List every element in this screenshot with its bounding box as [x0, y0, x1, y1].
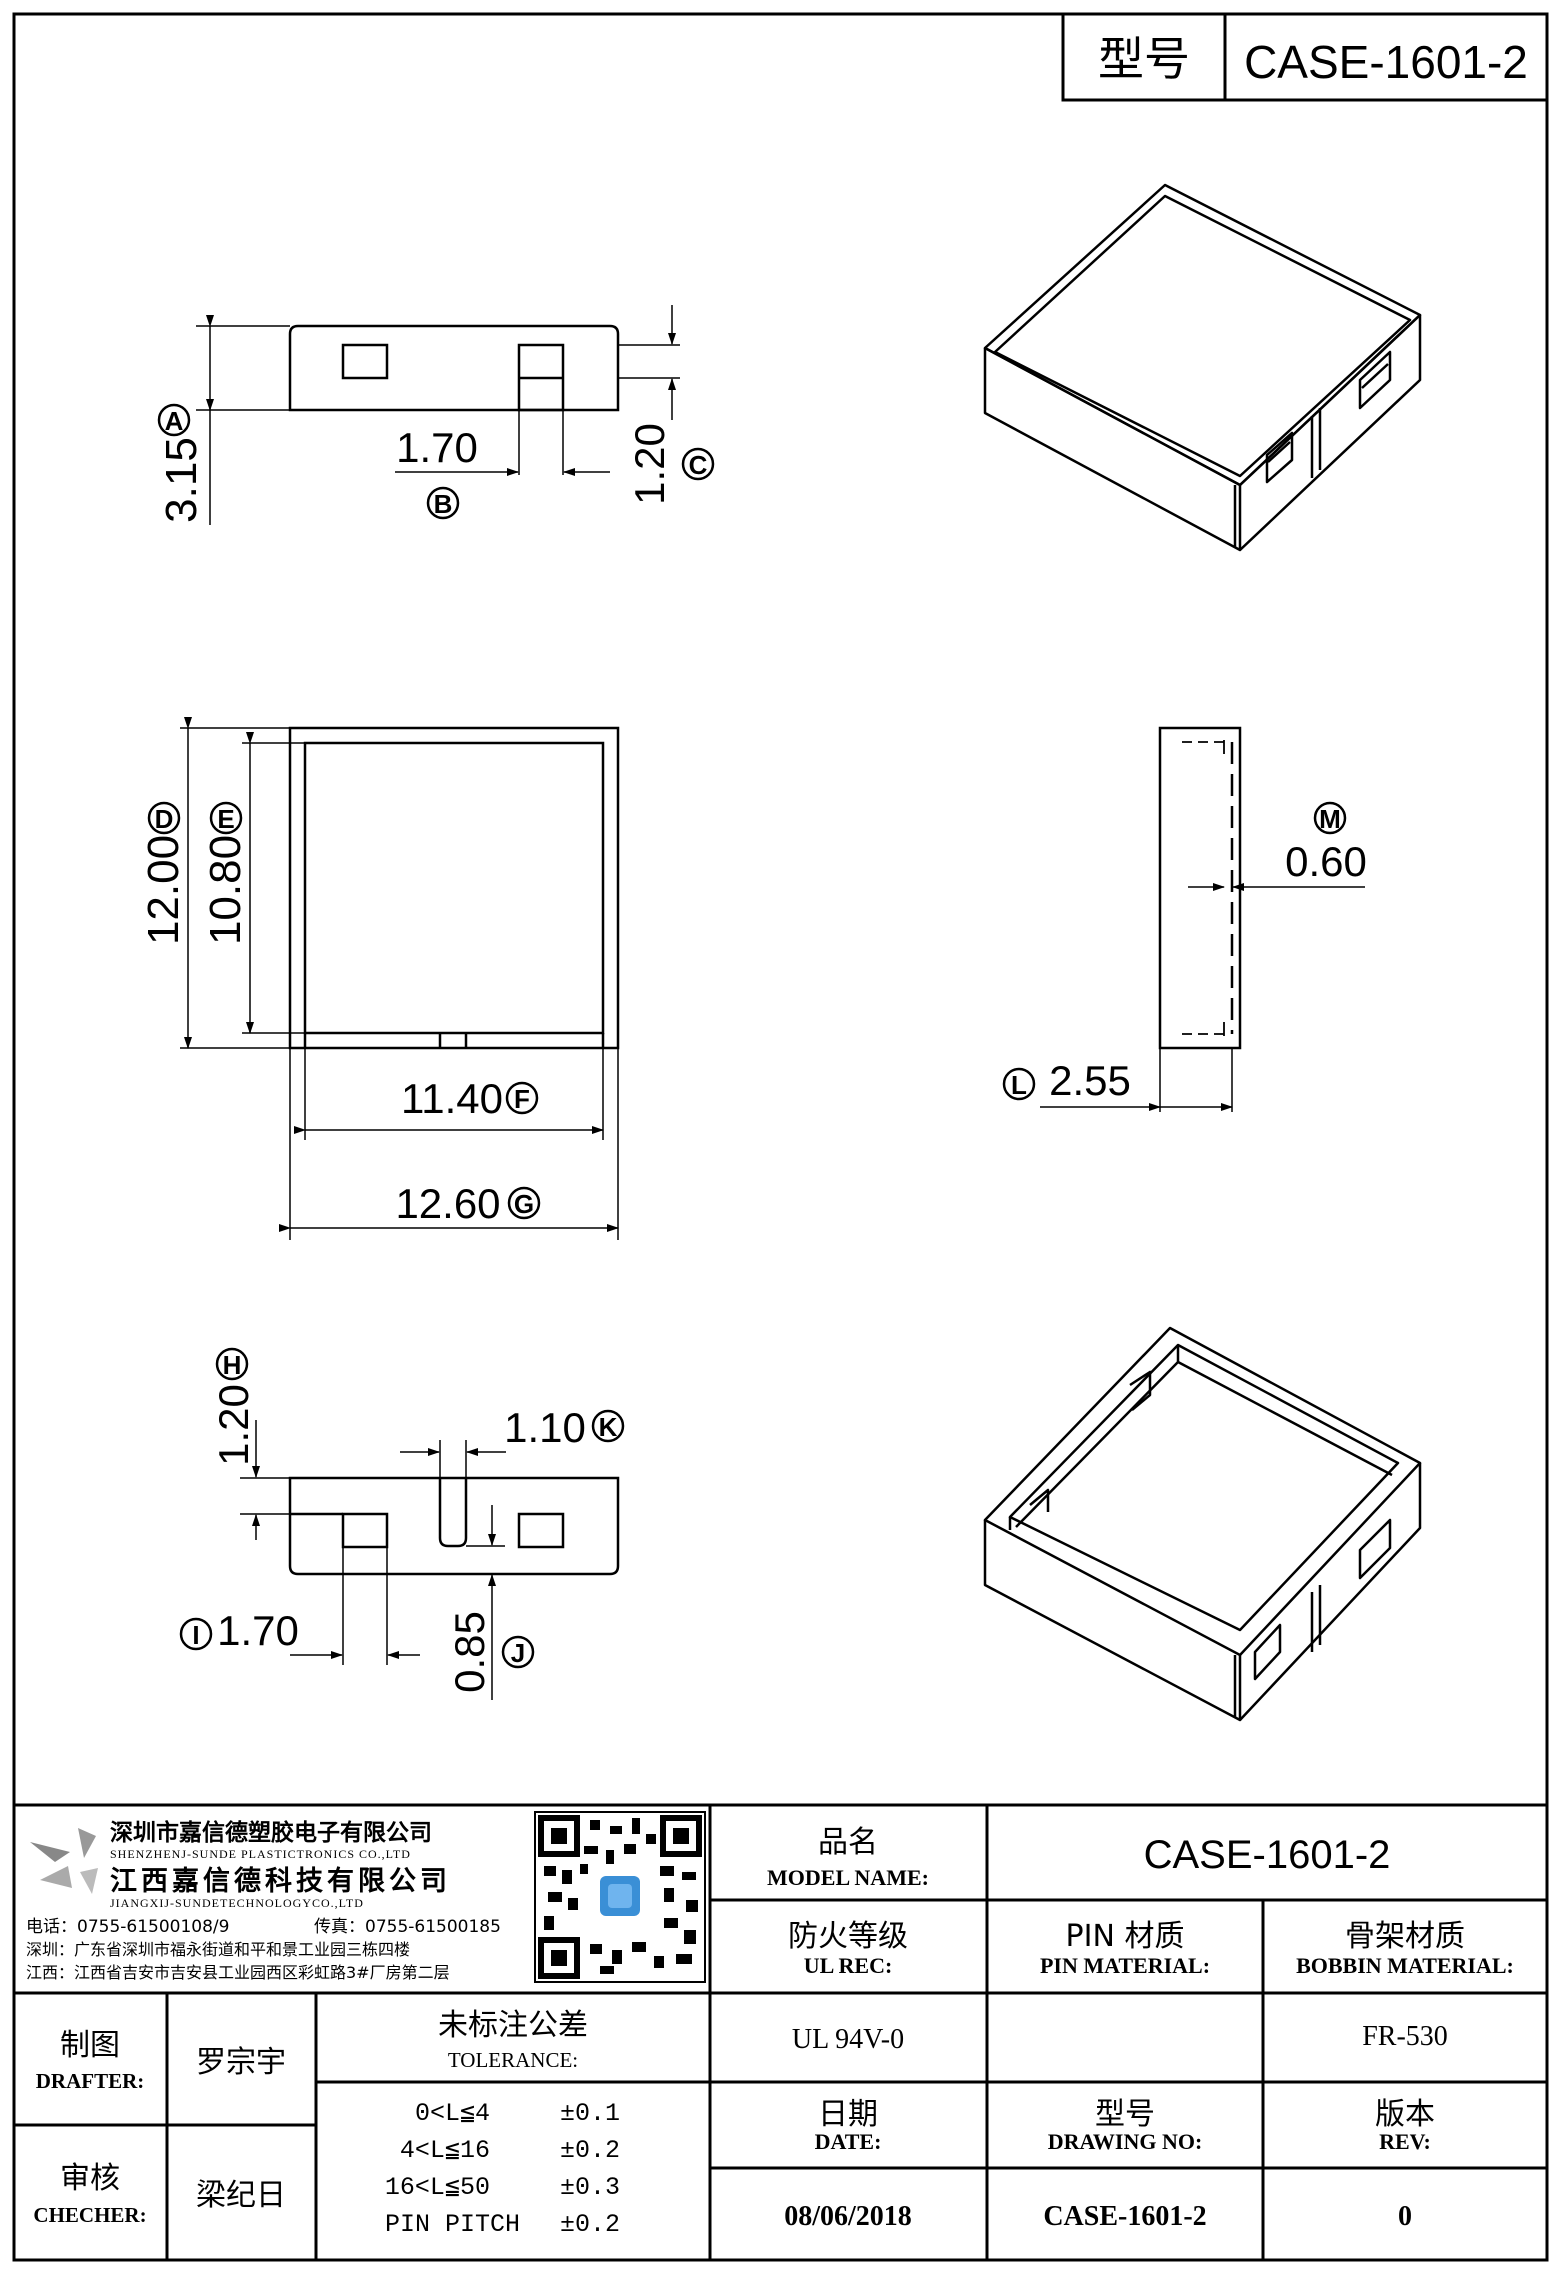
header-type-value: CASE-1601-2	[1244, 36, 1528, 88]
svg-text:J: J	[511, 1638, 525, 1668]
drawing-no-cn: 型号	[1095, 2097, 1155, 2132]
svg-text:K: K	[599, 1412, 618, 1442]
svg-text:M: M	[1319, 804, 1341, 834]
circle-E: E	[209, 801, 243, 835]
company-name-en: SHENZHENJ-SUNDE PLASTICTRONICS CO.,LTD	[110, 1847, 411, 1861]
circle-G: G	[507, 1186, 541, 1220]
tolerance-value-3: ±0.2	[560, 2210, 620, 2239]
circle-F: F	[505, 1081, 539, 1115]
circle-I: I	[179, 1617, 213, 1651]
date-en: DATE:	[815, 2129, 882, 2154]
circle-H: H	[215, 1347, 249, 1381]
model-name-cn: 品名	[818, 1825, 878, 1860]
rev-en: REV:	[1379, 2129, 1431, 2154]
tolerance-range-2: 16<L≦50	[385, 2173, 490, 2202]
ul-rec-en: UL REC:	[804, 1953, 893, 1978]
tolerance-range-1: 4<L≦16	[400, 2136, 490, 2165]
dim-B-value: 1.70	[396, 424, 478, 471]
rev-cn: 版本	[1375, 2097, 1435, 2132]
sheet-border	[12, 12, 1549, 2262]
svg-text:L: L	[1011, 1070, 1027, 1100]
dim-M-value: 0.60	[1285, 838, 1367, 885]
svg-text:E: E	[217, 804, 234, 834]
circle-K: K	[591, 1409, 625, 1443]
checker-cn: 审核	[60, 2161, 120, 2196]
dim-K-value: 1.10	[504, 1404, 586, 1451]
pin-material-cn: PIN 材质	[1066, 1919, 1185, 1954]
drafter-name: 罗宗宇	[196, 2045, 286, 2080]
dim-F-value: 11.40	[401, 1075, 503, 1122]
date-cn: 日期	[818, 2097, 878, 2132]
tolerance-en: TOLERANCE:	[448, 2048, 578, 2072]
circle-B: B	[426, 486, 460, 520]
company-logo	[30, 1828, 98, 1894]
ul-rec-value: UL 94V-0	[792, 2024, 904, 2055]
dim-D-value: 12.00	[139, 835, 188, 945]
circle-D: D	[147, 801, 181, 835]
iso-view-top	[983, 183, 1422, 552]
iso-view-bottom	[983, 1326, 1422, 1722]
svg-text:B: B	[434, 489, 453, 519]
side-view	[1040, 726, 1365, 1112]
rev-value: 0	[1398, 2201, 1412, 2232]
drawing-no-en: DRAWING NO:	[1048, 2129, 1203, 2154]
svg-text:H: H	[223, 1350, 242, 1380]
bobbin-material-en: BOBBIN MATERIAL:	[1296, 1953, 1514, 1978]
drafter-cn: 制图	[60, 2028, 120, 2063]
dim-J-value: 0.85	[446, 1611, 493, 1693]
tolerance-range-3: PIN PITCH	[385, 2210, 520, 2239]
circle-M: M	[1313, 801, 1347, 835]
company2-name-en: JIANGXIJ-SUNDETECHNOLOGYCO.,LTD	[110, 1896, 364, 1910]
header-box: 型号 CASE-1601-2	[1061, 12, 1549, 102]
drafter-en: DRAFTER:	[36, 2069, 145, 2093]
company2-name-cn: 江西嘉信德科技有限公司	[110, 1866, 451, 1897]
tolerance-table: 0<L≦4 ±0.1 4<L≦16 ±0.2 16<L≦50 ±0.3 PIN …	[385, 2099, 620, 2239]
dim-I-value: 1.70	[217, 1607, 299, 1654]
bobbin-material-value: FR-530	[1362, 2021, 1448, 2052]
company-fax: 传真：0755-61500185	[314, 1917, 501, 1937]
date-value: 08/06/2018	[784, 2201, 912, 2232]
model-name-en: MODEL NAME:	[767, 1865, 929, 1890]
svg-text:F: F	[514, 1084, 530, 1114]
pin-material-en: PIN MATERIAL:	[1040, 1953, 1210, 1978]
bobbin-material-cn: 骨架材质	[1345, 1919, 1465, 1954]
title-block	[14, 1803, 1547, 2260]
dim-A-value: 3.15	[157, 437, 206, 523]
company-name-cn: 深圳市嘉信德塑胶电子有限公司	[110, 1819, 432, 1846]
svg-text:D: D	[155, 804, 174, 834]
circle-J: J	[501, 1635, 535, 1669]
address-jiangxi: 江西：江西省吉安市吉安县工业园西区彩虹路3#厂房第二层	[26, 1963, 450, 1982]
qr-code	[534, 1811, 706, 1983]
dim-H-value: 1.20	[210, 1384, 257, 1466]
plan-view	[180, 717, 620, 1240]
tolerance-range-0: 0<L≦4	[415, 2099, 490, 2128]
svg-text:A: A	[165, 406, 184, 436]
svg-text:C: C	[689, 450, 708, 480]
bottom-side-view	[240, 1420, 620, 1700]
tolerance-value-0: ±0.1	[560, 2099, 620, 2128]
checker-name: 梁纪日	[196, 2178, 286, 2213]
tolerance-value-1: ±0.2	[560, 2136, 620, 2165]
dim-G-value: 12.60	[395, 1180, 500, 1227]
ul-rec-cn: 防火等级	[788, 1919, 908, 1954]
checker-en: CHECHER:	[33, 2203, 146, 2227]
tolerance-cn: 未标注公差	[438, 2008, 588, 2043]
dim-C-value: 1.20	[626, 423, 673, 505]
svg-text:G: G	[514, 1189, 534, 1219]
circle-A: A	[157, 403, 191, 437]
dim-L-value: 2.55	[1049, 1057, 1131, 1104]
company-tel: 电话：0755-61500108/9	[26, 1917, 229, 1937]
top-side-view	[196, 305, 680, 525]
drawing-no-value: CASE-1601-2	[1043, 2201, 1206, 2232]
dim-E-value: 10.80	[201, 835, 250, 945]
header-type-label: 型号	[1098, 32, 1190, 86]
model-name-value: CASE-1601-2	[1144, 1833, 1391, 1877]
circle-L: L	[1002, 1067, 1036, 1101]
tolerance-value-2: ±0.3	[560, 2173, 620, 2202]
svg-text:I: I	[192, 1620, 199, 1650]
address-shenzhen: 深圳：广东省深圳市福永街道和平和景工业园三栋四楼	[26, 1940, 410, 1959]
circle-C: C	[681, 447, 715, 481]
